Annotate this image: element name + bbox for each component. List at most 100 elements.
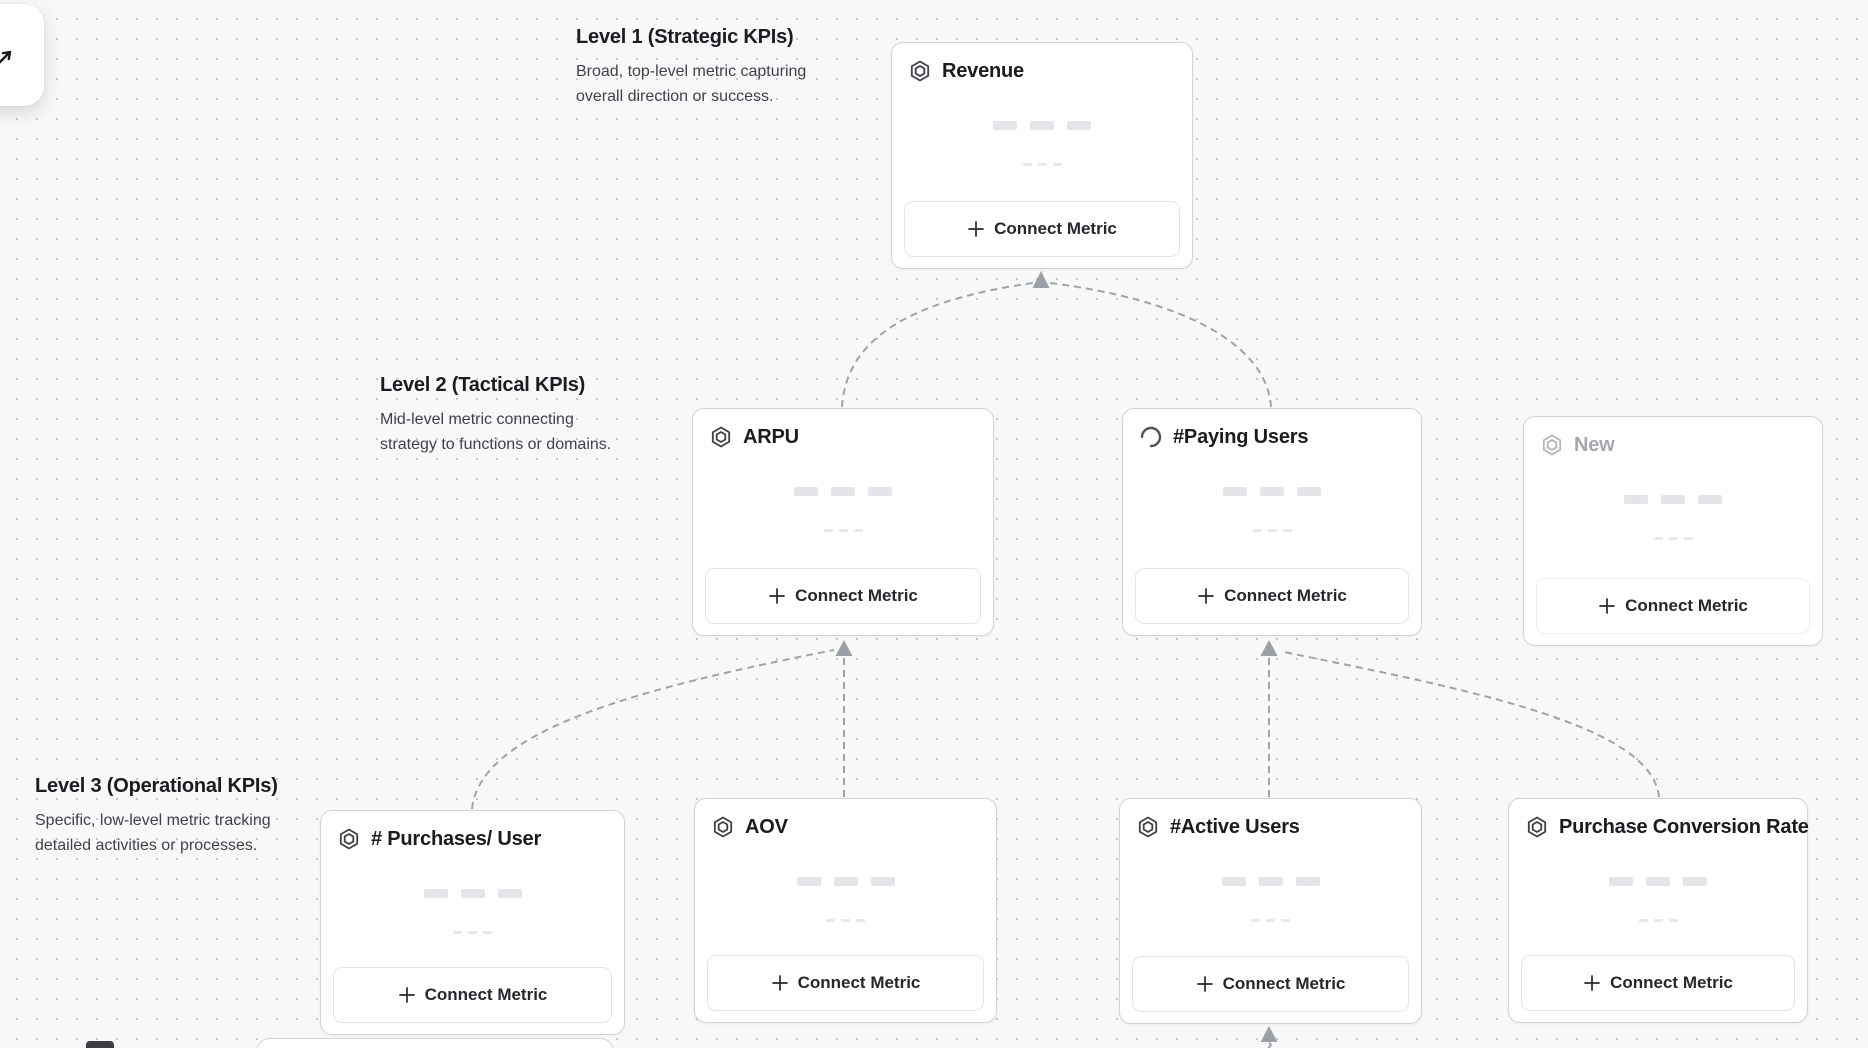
plus-icon — [1197, 587, 1215, 605]
skeleton-bar — [1653, 537, 1663, 540]
skeleton-bar — [1252, 529, 1262, 532]
skeleton-bar — [1609, 877, 1633, 886]
skeleton-bar — [1030, 121, 1054, 130]
metric-card-new[interactable]: New Connect Metric — [1523, 416, 1823, 646]
plus-icon — [398, 986, 416, 1004]
level-3-title: Level 3 (Operational KPIs) — [35, 775, 278, 797]
skeleton-bar — [796, 877, 821, 886]
skeleton-bar — [838, 529, 848, 532]
edge-arpu-to-revenue — [841, 282, 1034, 408]
card-header: ARPU — [709, 425, 799, 449]
card-header: New — [1540, 433, 1615, 457]
skeleton-bar — [1251, 919, 1260, 922]
connect-metric-label: Connect Metric — [795, 586, 918, 605]
metric-card-purchase-conversion-rate[interactable]: Purchase Conversion Rate Connect Metric — [1508, 798, 1809, 1023]
skeleton-bar — [823, 529, 833, 532]
skeleton-bar — [1646, 877, 1670, 886]
hexagon-metric-icon — [337, 827, 361, 851]
connect-metric-label: Connect Metric — [1625, 596, 1748, 615]
skeleton-bar — [1638, 919, 1648, 922]
skeleton-bar — [868, 487, 892, 496]
card-title: AOV — [745, 815, 788, 838]
plus-icon — [768, 587, 786, 605]
skeleton-bar — [1683, 877, 1707, 886]
metric-card-aov[interactable]: AOV Connect Metric — [694, 798, 997, 1023]
skeleton-bar — [468, 931, 477, 934]
hexagon-metric-icon — [908, 59, 932, 83]
level-2-label: Level 2 (Tactical KPIs) Mid-level metric… — [380, 374, 616, 457]
skeleton-bar — [1624, 495, 1648, 504]
edge-purchase-conversion-to-paying-users — [1283, 651, 1660, 798]
metric-card-partial[interactable] — [256, 1038, 614, 1048]
plus-icon — [1583, 974, 1601, 992]
plus-icon — [1196, 975, 1214, 993]
plus-icon — [771, 974, 789, 992]
skeleton-bar — [1668, 919, 1678, 922]
skeleton-bar — [831, 487, 855, 496]
skeleton-bar — [1653, 919, 1663, 922]
hexagon-metric-icon — [711, 815, 735, 839]
skeleton-bar — [1037, 163, 1047, 166]
metric-card-revenue[interactable]: Revenue Connect Metric — [891, 42, 1193, 269]
skeleton-bar — [1022, 163, 1032, 166]
skeleton-bar — [460, 889, 485, 898]
skeleton-bar — [1668, 537, 1678, 540]
plus-icon — [967, 220, 985, 238]
skeleton-bar — [497, 889, 522, 898]
connect-metric-button[interactable]: Connect Metric — [707, 955, 984, 1011]
skeleton-bar — [453, 931, 462, 934]
connect-metric-button[interactable]: Connect Metric — [333, 967, 612, 1023]
card-title: #Active Users — [1170, 815, 1300, 838]
card-title: # Purchases/ User — [371, 827, 542, 850]
level-3-description: Specific, low-level metric tracking deta… — [35, 812, 271, 854]
skeleton-bar — [1661, 495, 1685, 504]
connect-metric-button[interactable]: Connect Metric — [1521, 955, 1795, 1011]
connect-metric-button[interactable]: Connect Metric — [1536, 578, 1810, 634]
skeleton-bar — [870, 877, 895, 886]
skeleton-bar — [993, 121, 1017, 130]
floating-toolbar[interactable] — [0, 4, 44, 106]
arrowhead-into-paying-users — [1260, 640, 1278, 656]
loading-spinner-icon — [1139, 425, 1163, 449]
skeleton-bar — [1683, 537, 1693, 540]
edge-purchases-user-to-arpu — [471, 649, 835, 810]
metric-card-purchases-per-user[interactable]: # Purchases/ User Connect Metric — [320, 810, 625, 1035]
skeleton-bar — [826, 919, 835, 922]
level-3-label: Level 3 (Operational KPIs) Specific, low… — [35, 775, 307, 858]
connect-metric-button[interactable]: Connect Metric — [1132, 956, 1409, 1012]
skeleton-bar — [853, 529, 863, 532]
metric-card-paying-users[interactable]: #Paying Users Connect Metric — [1122, 408, 1422, 636]
metric-card-arpu[interactable]: ARPU Connect Metric — [692, 408, 994, 636]
hexagon-metric-icon — [1540, 433, 1564, 457]
card-header: # Purchases/ User — [337, 827, 541, 851]
skeleton-bar — [423, 889, 448, 898]
arrowhead-into-revenue — [1032, 271, 1050, 288]
arrowhead-into-active-users — [1260, 1026, 1278, 1042]
connect-metric-label: Connect Metric — [1224, 586, 1347, 605]
skeleton-bar — [1260, 487, 1284, 496]
connect-metric-button[interactable]: Connect Metric — [1135, 568, 1409, 624]
edge-offscreen-to-active-users — [1267, 1042, 1272, 1048]
connect-metric-label: Connect Metric — [994, 219, 1117, 238]
canvas-control-partial[interactable] — [86, 1041, 114, 1048]
connect-metric-button[interactable]: Connect Metric — [705, 568, 981, 624]
card-header: #Active Users — [1136, 815, 1300, 839]
skeleton-bar — [1266, 919, 1275, 922]
connect-metric-label: Connect Metric — [1610, 973, 1733, 992]
skeleton-bar — [1267, 529, 1277, 532]
card-header: #Paying Users — [1139, 425, 1308, 449]
connect-metric-button[interactable]: Connect Metric — [904, 201, 1180, 257]
arrowhead-into-arpu — [835, 640, 853, 656]
skeleton-bar — [856, 919, 865, 922]
connect-metric-label: Connect Metric — [1222, 974, 1346, 993]
card-header: Revenue — [908, 59, 1024, 83]
level-1-description: Broad, top-level metric capturing overal… — [576, 63, 807, 105]
metric-card-active-users[interactable]: #Active Users Connect Metric — [1119, 798, 1422, 1024]
level-2-description: Mid-level metric connecting strategy to … — [380, 411, 612, 453]
skeleton-bar — [1295, 877, 1320, 886]
card-header: AOV — [711, 815, 788, 839]
card-title: #Paying Users — [1173, 425, 1309, 448]
hexagon-metric-icon — [1525, 815, 1549, 839]
skeleton-bar — [1297, 487, 1321, 496]
